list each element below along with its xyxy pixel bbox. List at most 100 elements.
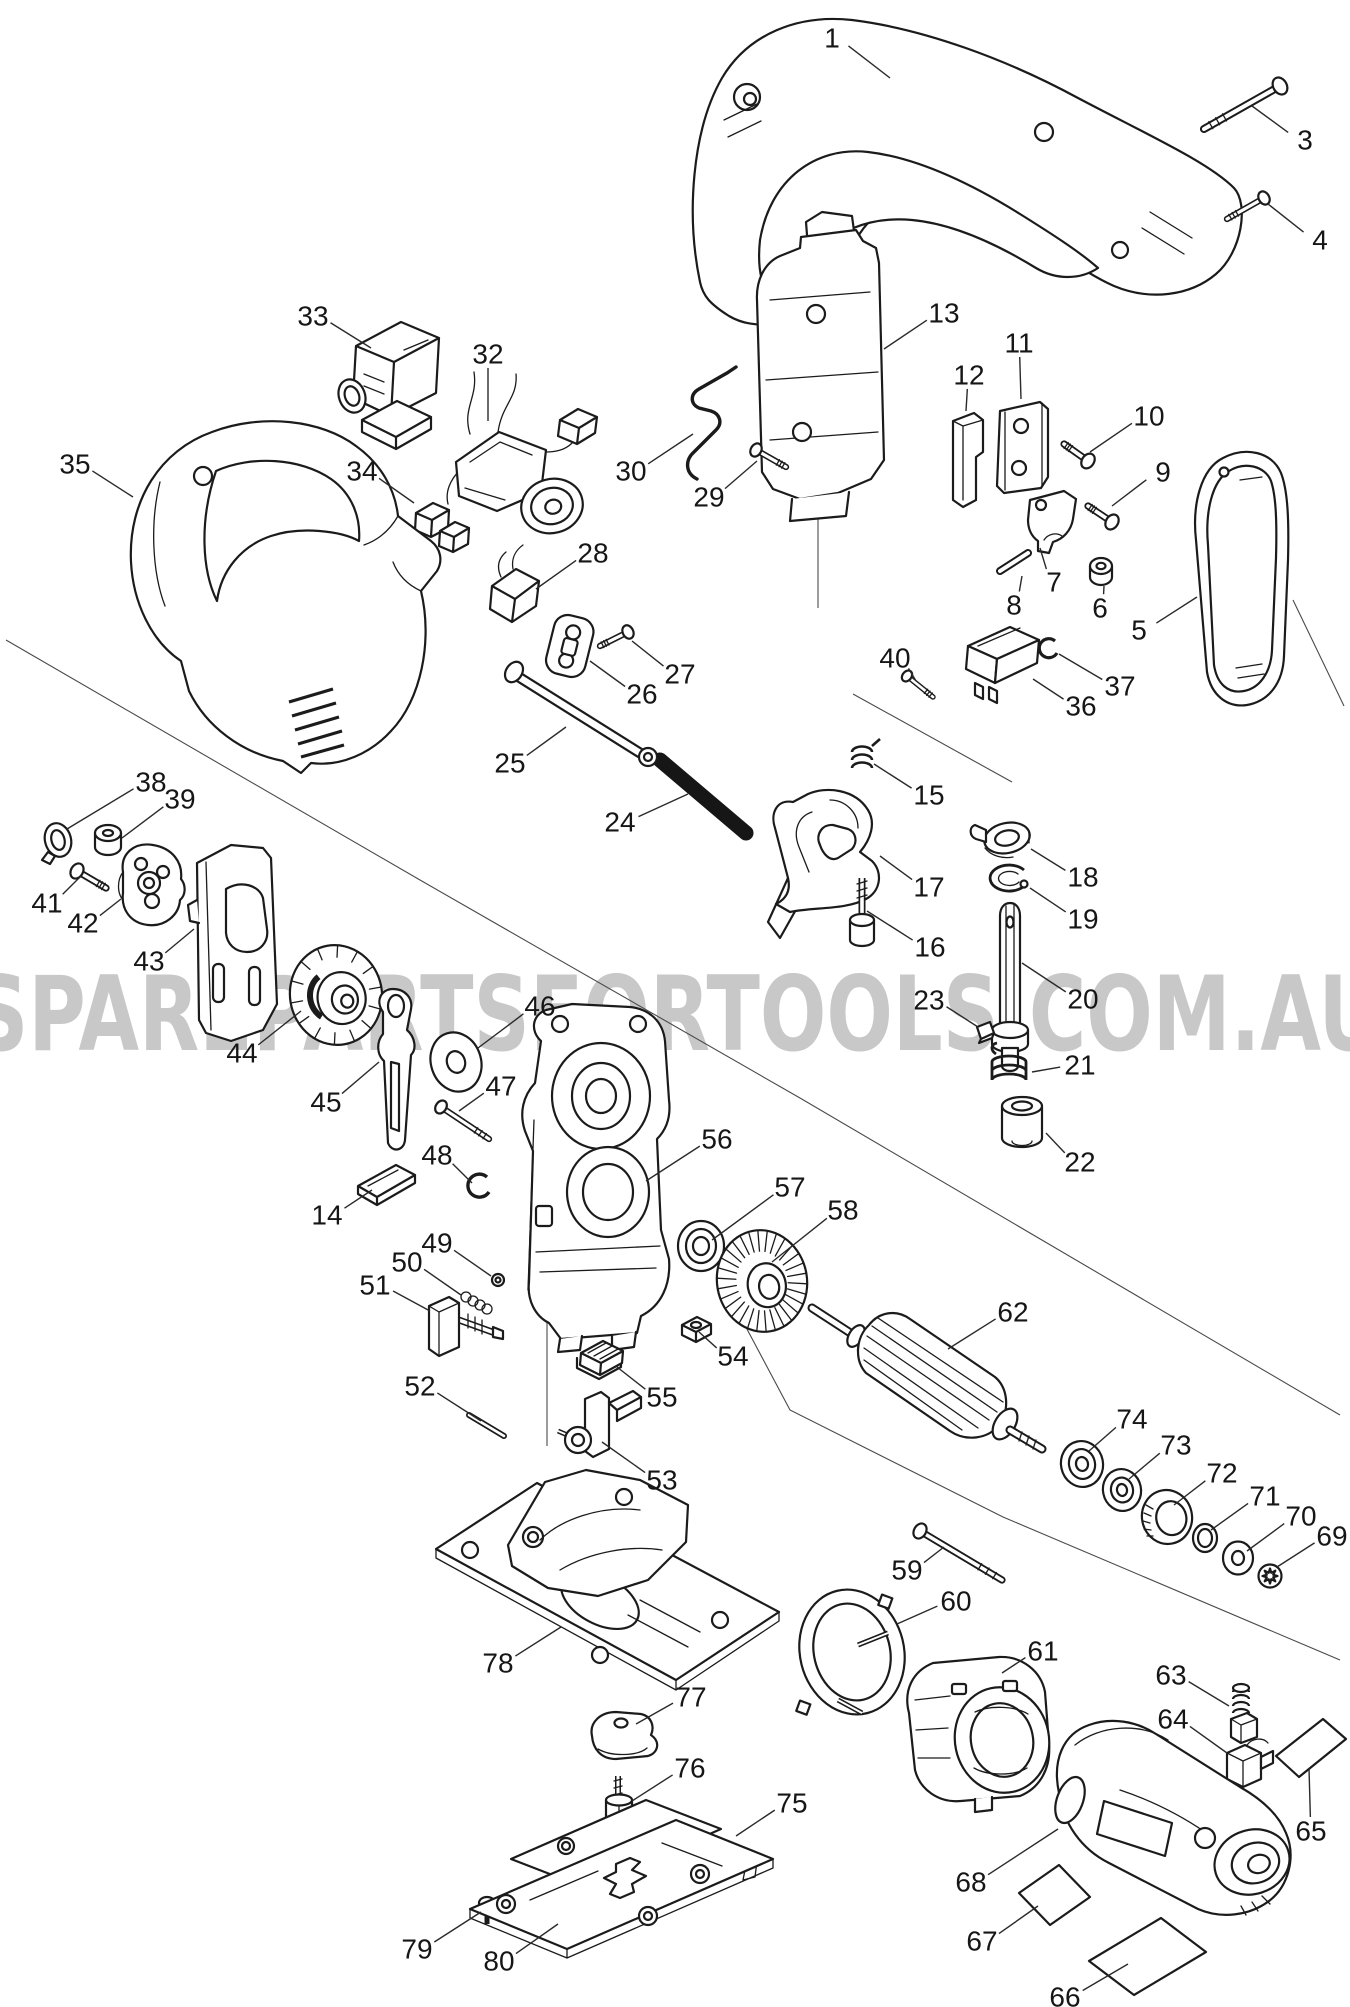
- leader-line-10: [1089, 422, 1133, 453]
- leader-line-76: [631, 1774, 673, 1802]
- part-number-label-62: 62: [997, 1297, 1028, 1328]
- leader-line-47: [458, 1092, 485, 1112]
- part-23-drawing: [975, 1020, 996, 1045]
- part-number-label-79: 79: [401, 1934, 432, 1965]
- leader-line-33: [330, 322, 372, 349]
- leader-line-67: [998, 1905, 1039, 1935]
- leader-line-57: [711, 1194, 774, 1241]
- part-number-label-78: 78: [482, 1648, 513, 1679]
- part-43-drawing: [186, 843, 279, 1043]
- leader-line-21: [1031, 1066, 1061, 1073]
- part-number-label-34: 34: [346, 456, 377, 487]
- part-number-label-28: 28: [577, 538, 608, 569]
- leader-line-66: [1082, 1963, 1129, 1992]
- part-39-drawing: [93, 823, 123, 857]
- leader-line-9: [1111, 479, 1147, 507]
- part-78-drawing: [434, 1468, 781, 1691]
- part-69-drawing: [1257, 1563, 1283, 1589]
- part-number-label-19: 19: [1067, 904, 1098, 935]
- part-42-drawing: [117, 843, 186, 927]
- leader-line-13: [883, 319, 928, 350]
- part-7-drawing: [1026, 489, 1078, 555]
- leader-line-41: [62, 875, 82, 895]
- leader-line-7: [1039, 547, 1048, 570]
- leader-line-49: [453, 1249, 492, 1277]
- part-number-label-1: 1: [824, 23, 840, 54]
- part-number-label-24: 24: [604, 807, 635, 838]
- part-number-label-6: 6: [1092, 593, 1108, 624]
- part-number-label-32: 32: [472, 339, 503, 370]
- part-number-label-56: 56: [701, 1124, 732, 1155]
- screw-drawing-4: [596, 624, 635, 650]
- leader-line-56: [645, 1145, 701, 1182]
- part-number-label-29: 29: [693, 482, 724, 513]
- part-number-label-71: 71: [1249, 1481, 1280, 1512]
- part-number-label-30: 30: [615, 456, 646, 487]
- leader-line-58: [771, 1217, 828, 1263]
- leader-line-46: [477, 1013, 524, 1049]
- part-number-label-74: 74: [1116, 1404, 1147, 1435]
- leader-line-12: [965, 388, 969, 412]
- leader-line-35: [92, 470, 134, 498]
- leader-line-63: [1188, 1681, 1230, 1707]
- leader-line-16: [866, 910, 914, 941]
- part-28-drawing: [488, 544, 541, 624]
- part-number-label-25: 25: [494, 748, 525, 779]
- leader-line-23: [946, 1006, 979, 1028]
- part-number-label-59: 59: [891, 1555, 922, 1586]
- leader-line-20: [1021, 962, 1067, 993]
- part-18-drawing: [969, 821, 1031, 859]
- part-number-label-68: 68: [955, 1867, 986, 1898]
- screw-drawing-0: [1199, 76, 1289, 134]
- part-number-label-17: 17: [913, 872, 944, 903]
- part-number-label-48: 48: [421, 1140, 452, 1171]
- leader-line-25: [526, 726, 567, 756]
- part-36-drawing: [964, 625, 1041, 705]
- leader-line-80: [515, 1923, 559, 1955]
- part-50-drawing: [460, 1291, 493, 1315]
- part-number-label-64: 64: [1157, 1704, 1188, 1735]
- part-number-label-18: 18: [1067, 862, 1098, 893]
- leader-line-71: [1210, 1502, 1249, 1531]
- part-number-label-23: 23: [913, 985, 944, 1016]
- part-73-drawing: [1101, 1467, 1143, 1513]
- part-52-drawing: [466, 1412, 507, 1439]
- leader-line-73: [1128, 1452, 1161, 1480]
- leader-line-34: [378, 477, 415, 504]
- screw-drawing-2: [1084, 502, 1120, 531]
- part-number-label-67: 67: [966, 1926, 997, 1957]
- part-number-label-33: 33: [297, 301, 328, 332]
- part-number-label-22: 22: [1064, 1147, 1095, 1178]
- part-number-label-45: 45: [310, 1087, 341, 1118]
- part-26-drawing: [544, 613, 595, 679]
- part-48-drawing: [466, 1172, 491, 1199]
- leader-line-29: [724, 460, 758, 490]
- part-8-drawing: [996, 549, 1032, 575]
- part-number-label-76: 76: [674, 1753, 705, 1784]
- part-57-drawing: [676, 1219, 726, 1273]
- part-55-drawing: [575, 1339, 625, 1381]
- part-21-drawing: [990, 1041, 1028, 1081]
- leader-line-30: [647, 433, 694, 465]
- leader-line-17: [879, 855, 913, 881]
- part-30-drawing: [685, 365, 738, 481]
- part-number-label-42: 42: [67, 908, 98, 939]
- part-number-label-80: 80: [483, 1946, 514, 1977]
- leader-line-59: [923, 1546, 945, 1564]
- part-number-label-13: 13: [928, 298, 959, 329]
- part-64-drawing: [1225, 1738, 1275, 1789]
- part-number-label-21: 21: [1064, 1050, 1095, 1081]
- leader-line-18: [1030, 848, 1066, 871]
- part-62-drawing: [807, 1303, 1047, 1454]
- leader-line-42: [99, 898, 122, 917]
- leader-line-1: [848, 45, 891, 79]
- part-63-drawing: [1229, 1682, 1259, 1745]
- part-number-label-75: 75: [776, 1788, 807, 1819]
- part-number-label-43: 43: [133, 946, 164, 977]
- part-number-label-51: 51: [359, 1270, 390, 1301]
- leader-line-53: [601, 1441, 646, 1474]
- leader-line-26: [589, 660, 626, 688]
